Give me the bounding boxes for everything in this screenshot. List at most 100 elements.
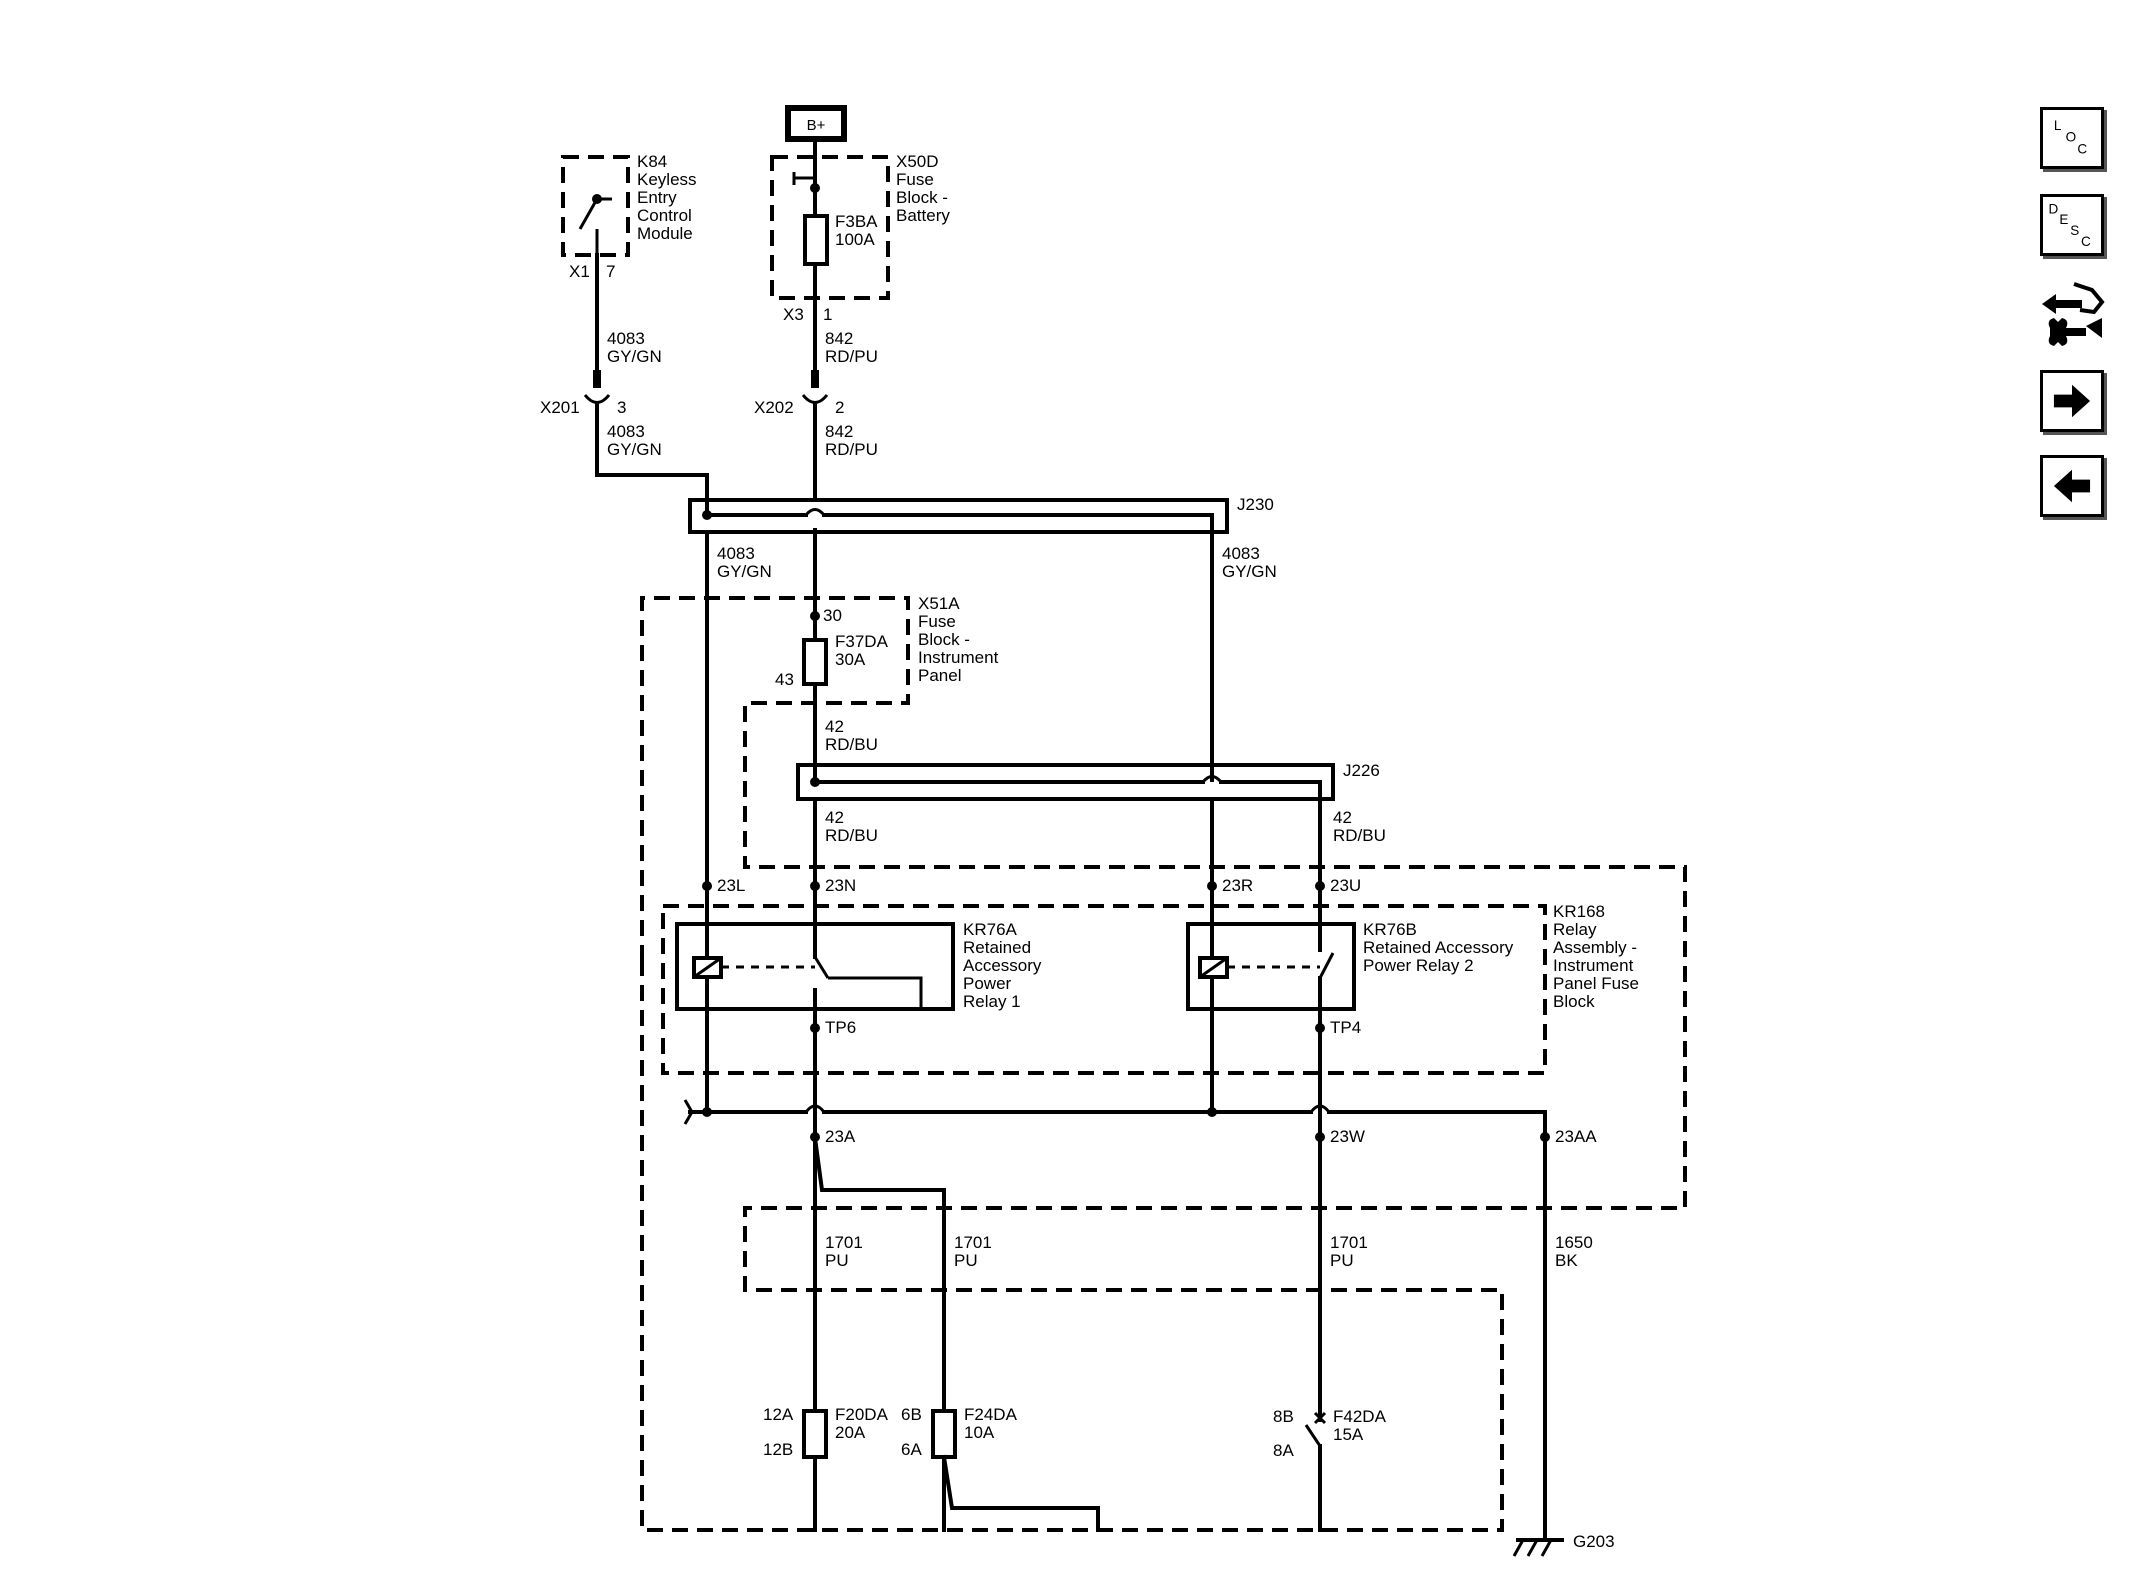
f3ba-rating: 100A [835,230,875,249]
wire-842-a-color: RD/PU [825,347,878,366]
wire-4083-a-num: 4083 [607,329,645,348]
x50d-connector: X3 [783,305,804,324]
wire-842-a-num: 842 [825,329,853,348]
kr76a-label-3: Accessory [963,956,1042,975]
wire-842: 842 RD/PU X202 2 842 RD/PU [754,140,878,642]
desc-icon: D E S C [2049,201,2092,249]
pin-23a: 23A [825,1127,856,1146]
k84-connector: X1 [569,262,590,281]
wire-4083-upper: 4083 GY/GN X201 3 4083 GY/GN [540,253,709,517]
f24da-rating: 10A [964,1423,995,1442]
kr168-label-6: Block [1553,992,1595,1011]
x50d-pin: 1 [823,305,832,324]
g203-ground: G203 [1512,1532,1615,1557]
x51a-outer-outline [640,596,1687,1532]
kr76b-switch [1318,952,1335,979]
wire-42-b-color: RD/BU [825,826,878,845]
wire-1650-num: 1650 [1555,1233,1593,1252]
x51a-fuse-block-instrument-panel: 30 43 F37DA 30A X51A Fuse Block - Instru… [775,594,999,689]
kr76b-label-2: Retained Accessory [1363,938,1514,957]
kr76b-label-3: Power Relay 2 [1363,956,1474,975]
x201-name: X201 [540,398,580,417]
f3ba-name: F3BA [835,212,878,231]
wire-4083-d-num: 4083 [1222,544,1260,563]
tp6-label: TP6 [825,1018,856,1037]
wire-1701-b-color: PU [954,1251,978,1270]
wire-4083-b-color: GY/GN [607,440,662,459]
f24da-name: F24DA [964,1405,1018,1424]
next-button[interactable] [2040,370,2104,432]
x51a-label-4: Instrument [918,648,999,667]
wire-4083-c-num: 4083 [717,544,755,563]
svg-text:O: O [2066,130,2077,145]
k84-label-3: Entry [637,188,677,207]
kr76a-switch [813,956,830,979]
x202-name: X202 [754,398,794,417]
desc-button[interactable]: D E S C [2040,194,2104,256]
wire-842-b-num: 842 [825,422,853,441]
svg-text:S: S [2070,223,2079,238]
svg-text:C: C [2081,234,2091,249]
k84-label-5: Module [637,224,693,243]
f24da-pin-top: 6B [901,1405,922,1424]
kr76a-relay-1: TP6 KR76A Retained Accessory Power Relay… [675,920,1042,1047]
x50d-label-4: Battery [896,206,950,225]
f42da-rating: 15A [1333,1425,1364,1444]
wire-1701-c-color: PU [1330,1251,1354,1270]
x51a-label-1: X51A [918,594,960,613]
kr168-label-5: Panel Fuse [1553,974,1639,993]
f24da-fuse: 6B 6A F24DA 10A [901,1405,1100,1532]
wire-42-c-color: RD/BU [1333,826,1386,845]
wire-1701-c-num: 1701 [1330,1233,1368,1252]
wire-42-a-color: RD/BU [825,735,878,754]
kr76a-label-4: Power [963,974,1012,993]
kr76a-label-5: Relay 1 [963,992,1021,1011]
svg-text:D: D [2049,201,2059,216]
wire-4083-c-color: GY/GN [717,562,772,581]
connector-wrench-icon [2042,282,2105,346]
wire-1701-b-num: 1701 [954,1233,992,1252]
f3ba-fuse-body [803,214,829,266]
kr168-label-1: KR168 [1553,902,1605,921]
f37da-rating: 30A [835,650,866,669]
f24da-pin-bot: 6A [901,1440,922,1459]
j226-label: J226 [1343,761,1380,780]
x51a-label-2: Fuse [918,612,956,631]
x51a-label-5: Panel [918,666,961,685]
kr76a-label-2: Retained [963,938,1031,957]
k84-label-1: K84 [637,152,667,171]
f37da-fuse-body [802,638,828,686]
x51a-pin-out: 43 [775,670,794,689]
svg-text:L: L [2054,118,2062,133]
j226-splice-pack: J226 [796,761,1380,801]
pin-23n: 23N [825,876,856,895]
connector-wrench-button[interactable] [2036,276,2108,348]
g203-label: G203 [1573,1532,1615,1551]
f20da-fuse: 12A 12B F20DA 20A [763,1405,889,1532]
j230-splice-pack: J230 [688,495,1274,534]
k84-pin: 7 [606,262,615,281]
tp4-label: TP4 [1330,1018,1361,1037]
f42da-pin-bot: 8A [1273,1441,1294,1460]
f42da-pin-top: 8B [1273,1407,1294,1426]
bplus-label: B+ [807,117,826,134]
wire-4083-b-num: 4083 [607,422,645,441]
x202-pin: 2 [835,398,844,417]
wire-42-c-num: 42 [1333,808,1352,827]
arrow-left-icon [2053,469,2091,503]
svg-text:C: C [2077,141,2087,156]
pin-23w: 23W [1330,1127,1365,1146]
back-button[interactable] [2040,455,2104,517]
output-wire-labels: 1701 PU 1701 PU 1701 PU 1650 BK [825,1233,1593,1270]
pin-23u: 23U [1330,876,1361,895]
f37da-name: F37DA [835,632,889,651]
loc-button[interactable]: L O C [2040,107,2104,169]
loc-icon: L O C [2054,118,2087,156]
wire-1650-color: BK [1555,1251,1578,1270]
k84-keyless-entry-module: K84 Keyless Entry Control Module X1 7 [561,152,697,281]
f20da-name: F20DA [835,1405,889,1424]
kr76b-relay-2: TP4 KR76B Retained Accessory Power Relay… [1186,920,1514,1047]
x51a-pin-in: 30 [823,606,842,625]
kr168-label-4: Instrument [1553,956,1634,975]
